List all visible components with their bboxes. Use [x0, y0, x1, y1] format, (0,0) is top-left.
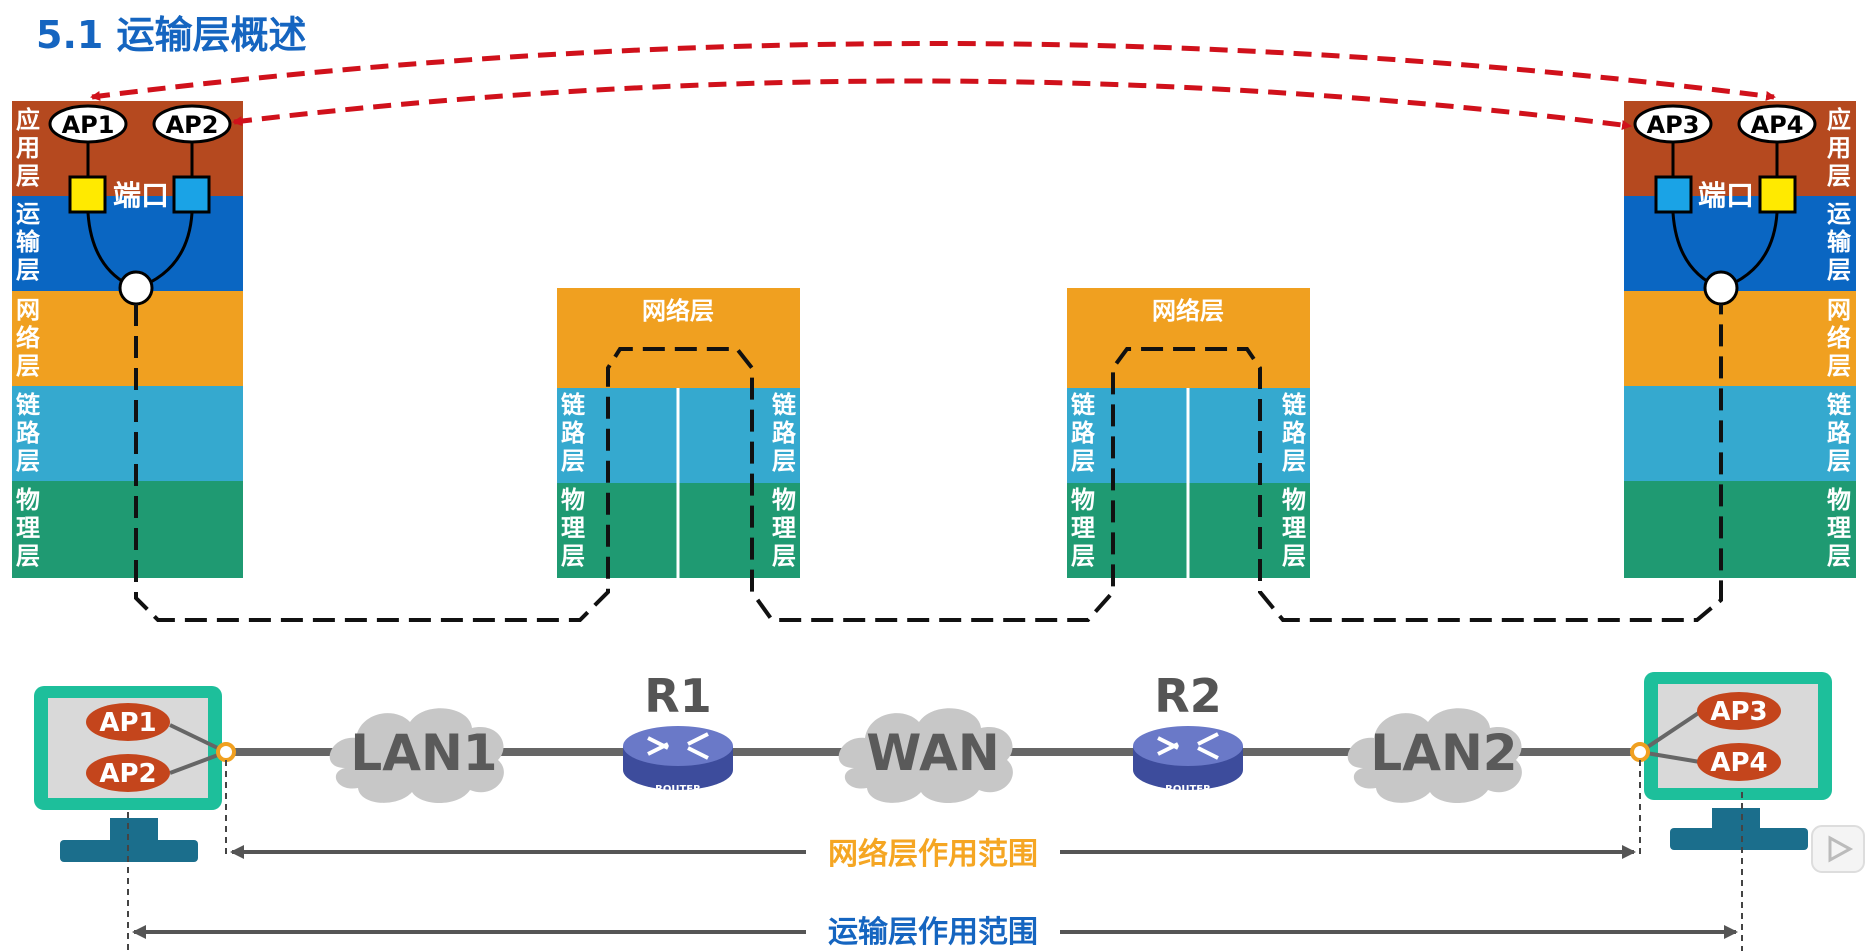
- router-r2-icon: [1133, 726, 1243, 766]
- router-r1: R1 ROUTER: [623, 669, 733, 795]
- r1-physical-label-right: 物理层: [772, 486, 796, 570]
- left-link-layer: [12, 386, 243, 481]
- pc-right-interface: [1630, 742, 1650, 762]
- left-ap2-oval: [152, 104, 232, 144]
- cloud-lan2-label: LAN2: [1370, 724, 1517, 782]
- peer-arrow-ap2-ap3: [232, 78, 1632, 130]
- right-label-application: 应用层: [1827, 106, 1851, 190]
- right-label-link: 链路层: [1827, 391, 1852, 475]
- router-r1-icon: [623, 726, 733, 766]
- pc-left-interface: [216, 742, 236, 762]
- cloud-lan1-label: LAN1: [350, 724, 497, 782]
- cloud-lan2: LAN2: [1347, 708, 1522, 803]
- r1-network-layer: [557, 288, 800, 388]
- left-physical-layer: [12, 481, 243, 578]
- transport-scope-label: 运输层作用范围: [828, 915, 1038, 950]
- play-icon[interactable]: [1828, 835, 1854, 863]
- left-label-network: 网络层: [16, 296, 40, 380]
- cloud-wan-label: WAN: [866, 724, 999, 782]
- right-network-layer: [1624, 291, 1856, 386]
- right-ap4-label: AP4: [1751, 111, 1804, 139]
- pc-right-stand: [1670, 828, 1808, 850]
- r2-link-label-right: 链路层: [1282, 391, 1307, 475]
- router2-stack: 网络层 链路层 物理层 链路层 物理层: [1067, 288, 1310, 578]
- left-network-layer: [12, 291, 243, 386]
- r1-link-label-left: 链路层: [561, 391, 586, 475]
- left-label-link: 链路层: [16, 391, 41, 475]
- pc-left-ap2: [86, 754, 170, 792]
- pc-left-ap1: [86, 703, 170, 741]
- pc-left-ap2-label: AP2: [99, 759, 156, 789]
- pc-left: AP1 AP2: [34, 686, 236, 862]
- r2-link-label-left: 链路层: [1071, 391, 1096, 475]
- router-r2-label: R2: [1154, 669, 1221, 723]
- pc-right-ap4: [1697, 743, 1781, 781]
- right-label-transport: 运输层: [1827, 200, 1852, 284]
- left-ap1-oval: [48, 104, 128, 144]
- left-label-physical: 物理层: [16, 486, 40, 570]
- router-r1-caption: ROUTER: [655, 784, 701, 795]
- right-label-network: 网络层: [1827, 296, 1851, 380]
- play-button[interactable]: [1811, 825, 1865, 873]
- right-port-ap3: [1654, 175, 1693, 214]
- router-r2: R2 ROUTER: [1133, 669, 1243, 795]
- right-label-physical: 物理层: [1827, 486, 1851, 570]
- left-label-transport: 运输层: [16, 200, 41, 284]
- transport-scope-range: 运输层作用范围: [132, 915, 1738, 950]
- page-title: 5.1 运输层概述: [36, 13, 307, 57]
- router-r1-label: R1: [644, 669, 711, 723]
- pc-right: AP3 AP4: [1630, 672, 1832, 850]
- pc-right-ap4-label: AP4: [1710, 748, 1767, 778]
- right-ap4-oval: [1737, 104, 1817, 144]
- data-path-dashed: [134, 304, 1723, 622]
- left-port-ap2: [172, 175, 211, 214]
- right-host-stack: 应用层 运输层 网络层 链路层 物理层 AP3 AP4 端口: [1624, 101, 1856, 578]
- r2-physical-label-left: 物理层: [1071, 486, 1095, 570]
- pc-right-ap3: [1697, 692, 1781, 730]
- right-port-label: 端口: [1698, 179, 1754, 212]
- right-ap3-label: AP3: [1647, 111, 1700, 139]
- r1-link-label-right: 链路层: [772, 391, 797, 475]
- r2-physical-label-right: 物理层: [1282, 486, 1306, 570]
- right-link-layer: [1624, 386, 1856, 481]
- router1-stack: 网络层 链路层 物理层 链路层 物理层: [557, 288, 800, 578]
- r2-network-label: 网络层: [1152, 297, 1224, 325]
- left-ap1-label: AP1: [62, 111, 115, 139]
- right-port-ap4: [1758, 175, 1797, 214]
- r1-physical-label-left: 物理层: [561, 486, 585, 570]
- left-label-application: 应用层: [16, 106, 40, 190]
- r1-network-label: 网络层: [642, 297, 714, 325]
- left-mux-circle: [118, 270, 154, 306]
- router-r2-caption: ROUTER: [1165, 784, 1211, 795]
- left-ap2-label: AP2: [166, 111, 219, 139]
- peer-arrow-ap1-ap4: [90, 41, 1776, 101]
- cloud-wan: WAN: [838, 708, 1013, 803]
- left-host-stack: 应用层 运输层 网络层 链路层 物理层 AP1 AP2 端口: [12, 101, 243, 578]
- network-scope-label: 网络层作用范围: [828, 837, 1038, 872]
- left-port-label: 端口: [113, 179, 169, 212]
- cloud-lan1: LAN1: [329, 708, 504, 803]
- pc-left-ap1-label: AP1: [99, 708, 156, 738]
- left-port-ap1: [68, 175, 107, 214]
- right-mux-circle: [1703, 270, 1739, 306]
- right-ap3-oval: [1633, 104, 1713, 144]
- r2-network-layer: [1067, 288, 1310, 388]
- network-scope-range: 网络层作用范围: [230, 837, 1636, 872]
- right-physical-layer: [1624, 481, 1856, 578]
- pc-right-ap3-label: AP3: [1710, 697, 1767, 727]
